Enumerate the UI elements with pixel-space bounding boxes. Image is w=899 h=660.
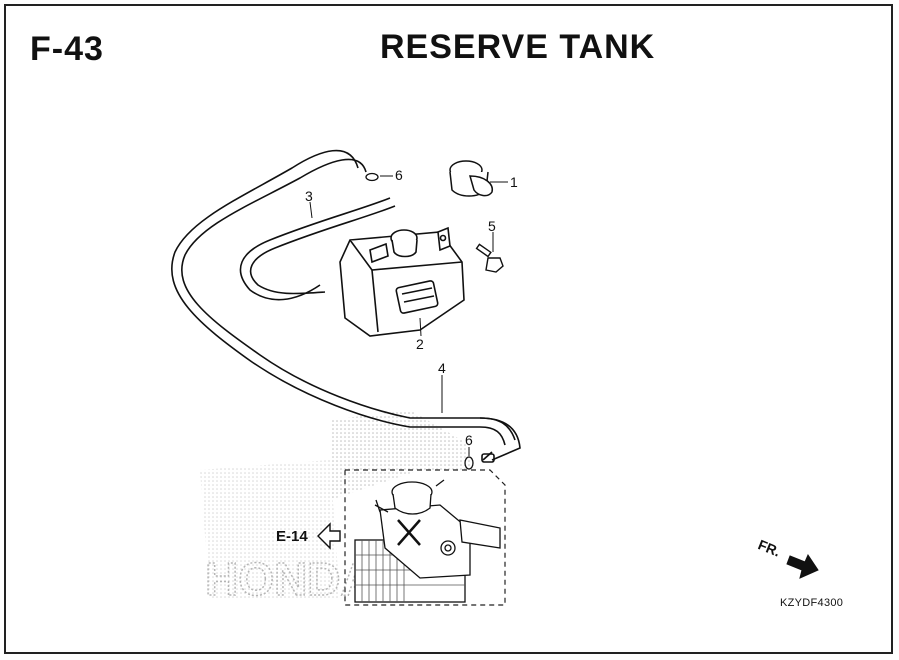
leader-lines xyxy=(309,175,508,456)
hose-4-end xyxy=(479,417,521,463)
brand-watermark: HONDA xyxy=(205,553,374,605)
callout-6-upper: 6 xyxy=(395,167,403,183)
radiator-inset xyxy=(354,479,501,603)
clip-6-lower xyxy=(464,456,474,470)
callout-5: 5 xyxy=(488,218,496,234)
callout-1: 1 xyxy=(510,174,518,190)
fr-arrow-icon xyxy=(786,553,819,579)
callout-2: 2 xyxy=(416,336,424,352)
clip-6-upper xyxy=(365,172,379,182)
stipple-shading xyxy=(200,410,470,600)
figure-title: RESERVE TANK xyxy=(380,28,656,66)
figure-code: F-43 xyxy=(30,30,104,68)
callout-6-lower: 6 xyxy=(465,432,473,448)
diagram-frame xyxy=(4,4,893,654)
callout-4: 4 xyxy=(438,360,446,376)
tank-cap-1 xyxy=(449,160,493,197)
callout-3: 3 xyxy=(305,188,313,204)
e14-arrow-icon xyxy=(317,522,341,550)
hose-3 xyxy=(171,149,516,446)
section-reference-e14: E-14 xyxy=(276,528,308,545)
inset-box xyxy=(344,469,506,606)
bolt-5 xyxy=(475,243,504,273)
drawing-reference-code: KZYDF4300 xyxy=(780,597,844,609)
reserve-tank-2 xyxy=(339,226,465,337)
